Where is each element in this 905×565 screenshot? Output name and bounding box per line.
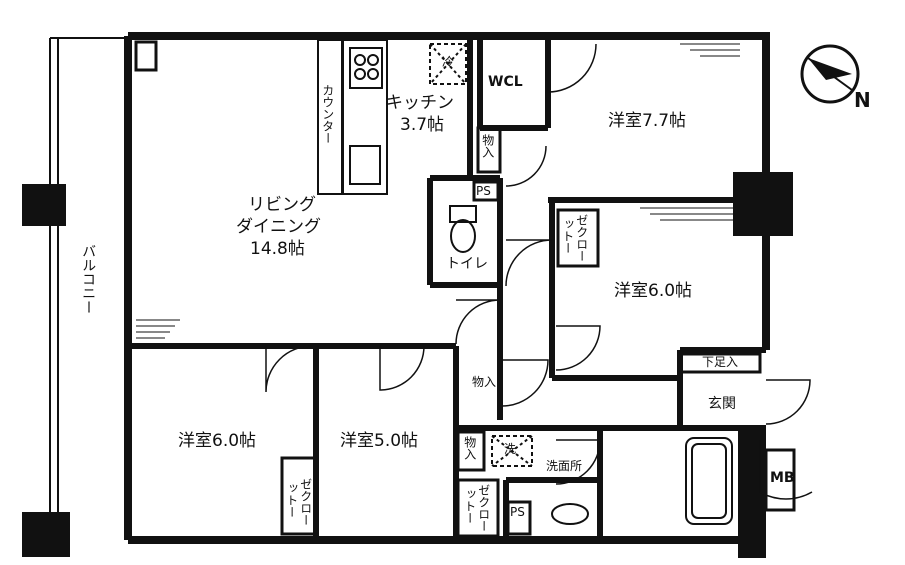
- column-left-top: [22, 184, 66, 226]
- storage-label-1: 物入: [480, 134, 495, 158]
- room-living-label-1: リビング: [248, 195, 316, 215]
- washer-label: 洗: [504, 442, 517, 456]
- toilet-fixture: [449, 205, 477, 253]
- storage-label-2: 物入: [472, 375, 497, 389]
- room-western-50-label: 洋室5.0帖: [340, 431, 419, 451]
- room-western-60-left-label: 洋室6.0帖: [178, 431, 257, 451]
- balcony-area: [49, 37, 128, 520]
- closets: [134, 40, 762, 538]
- closet-label-3b: ットー: [462, 488, 477, 524]
- room-kitchen-size: 3.7帖: [400, 115, 445, 135]
- balcony-label: バルコニー: [80, 244, 97, 314]
- kitchen-fixtures: [317, 39, 467, 195]
- closet-label-1b: ットー: [560, 218, 575, 254]
- outer-walls: [124, 32, 770, 544]
- room-toilet-label: トイレ: [446, 256, 488, 272]
- column-left-bottom: [22, 512, 70, 557]
- closet-label-2b: ットー: [284, 482, 299, 518]
- room-western-60-right-label: 洋室6.0帖: [614, 281, 693, 301]
- closet-label-1a: ゼクロー: [574, 214, 589, 262]
- compass-icon: [800, 44, 860, 104]
- ps-label-2: PS: [510, 505, 525, 519]
- mb-label: MB: [770, 470, 795, 486]
- north-label: N: [854, 88, 871, 112]
- room-wcl-label: WCL: [488, 74, 523, 90]
- room-western-77-label: 洋室7.7帖: [608, 111, 687, 131]
- closet-label-3a: ゼクロー: [476, 484, 491, 532]
- shoe-box-label: 下足入: [702, 355, 739, 369]
- hatching: [136, 43, 740, 339]
- mb-box: [764, 448, 796, 512]
- ps-label-1: PS: [476, 184, 491, 198]
- bath-fixtures: [491, 435, 733, 525]
- room-living-label-2: ダイニング: [236, 217, 321, 237]
- fridge-label: 冷: [442, 55, 455, 69]
- counter-label: カウンター: [320, 84, 335, 144]
- door-swings: [265, 43, 813, 500]
- room-washroom-label: 洗面所: [546, 459, 583, 473]
- storage-label-3: 物入: [462, 436, 477, 460]
- column-right: [733, 172, 793, 236]
- room-living-size: 14.8帖: [250, 239, 305, 259]
- closet-label-2a: ゼクロー: [298, 478, 313, 526]
- room-kitchen-label: キッチン: [386, 93, 454, 113]
- room-entrance-label: 玄関: [708, 396, 736, 412]
